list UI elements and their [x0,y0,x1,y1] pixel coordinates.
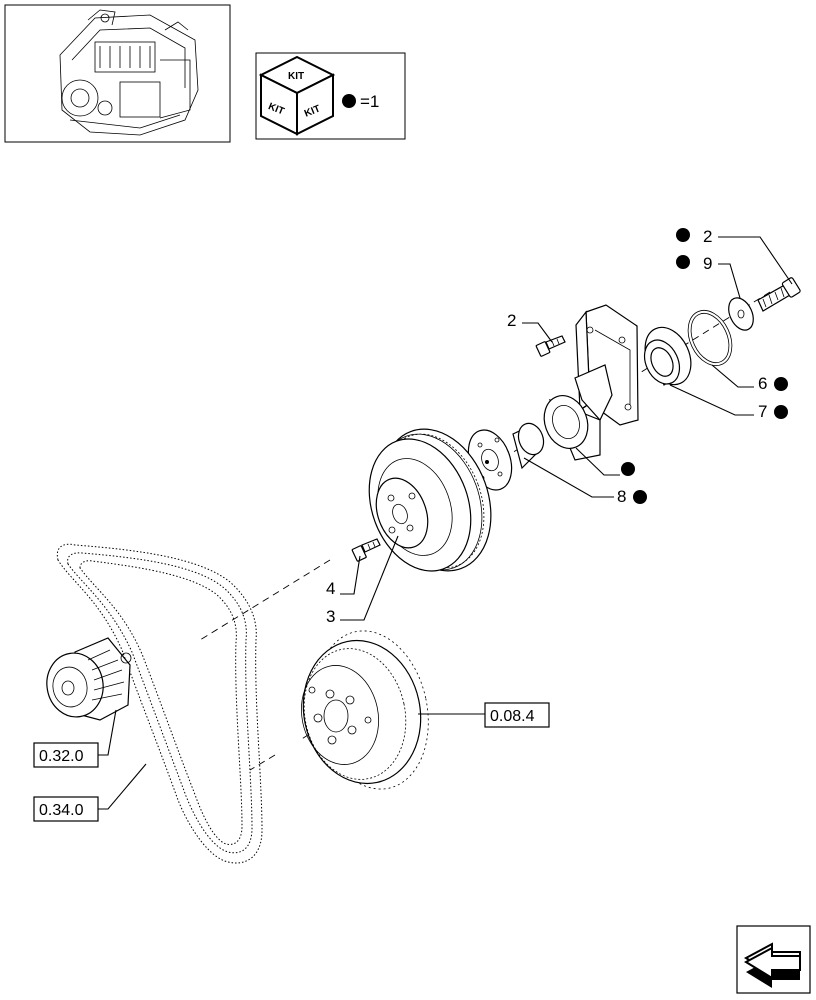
callout-4[interactable]: 4 [326,555,361,598]
alternator[interactable] [42,637,132,721]
kit-quantity-text: =1 [360,92,379,111]
engine-thumbnail[interactable] [4,4,231,143]
callout-5[interactable]: 6 [711,364,788,393]
callout-bracket[interactable] [575,447,635,476]
callout-2[interactable]: 2 [507,311,553,343]
crankshaft-damper[interactable] [290,620,442,799]
callout-9[interactable]: 9 [676,254,741,299]
engine-thumbnail-icon [59,9,199,136]
ref-box-0-34-0[interactable]: 0.34.0 [33,763,147,822]
kit-marker-5 [774,377,788,391]
callout-6[interactable]: 2 [676,227,793,285]
bolt-4[interactable] [351,538,381,562]
tensioner-bracket[interactable] [537,304,639,461]
next-page-arrow-icon [743,942,801,988]
filled-circle-icon [342,94,356,108]
ref-0-34-0-label: 0.34.0 [39,802,84,819]
drive-belt[interactable] [56,543,263,864]
callout-8-label: 8 [617,487,626,506]
kit-cube-icon: KIT KIT KIT [258,55,336,136]
ref-0-32-0-label: 0.32.0 [39,748,84,765]
ref-box-0-32-0[interactable]: 0.32.0 [33,709,117,768]
next-page-arrow-button[interactable] [736,925,811,994]
ref-0-08-4-label: 0.08.4 [490,708,535,725]
washer-9[interactable] [724,294,758,334]
callout-8[interactable]: 8 [523,457,647,506]
callout-9-label: 9 [703,254,712,273]
kit-legend: KIT KIT KIT =1 [255,52,406,140]
callout-7-label: 7 [758,402,767,421]
kit-marker-9 [676,255,690,269]
kit-marker-bracket [621,462,635,476]
snap-ring-5[interactable] [680,303,741,372]
bolt-6[interactable] [757,277,801,312]
callout-7[interactable]: 7 [669,384,788,421]
callout-3-label: 3 [326,607,335,626]
callout-3[interactable]: 3 [326,535,399,626]
kit-label-top: KIT [288,71,304,82]
kit-marker-7 [774,405,788,419]
callout-6-label: 2 [703,227,712,246]
kit-marker-8 [633,490,647,504]
bearing-7[interactable] [636,320,699,392]
callout-2-label: 2 [507,311,516,330]
water-pump-pulley[interactable] [352,414,510,587]
kit-marker-6 [676,228,690,242]
ref-box-0-08-4[interactable]: 0.08.4 [418,702,550,728]
callout-5-label: 6 [758,374,767,393]
callout-4-label: 4 [326,579,335,598]
bolt-2[interactable] [535,335,566,357]
